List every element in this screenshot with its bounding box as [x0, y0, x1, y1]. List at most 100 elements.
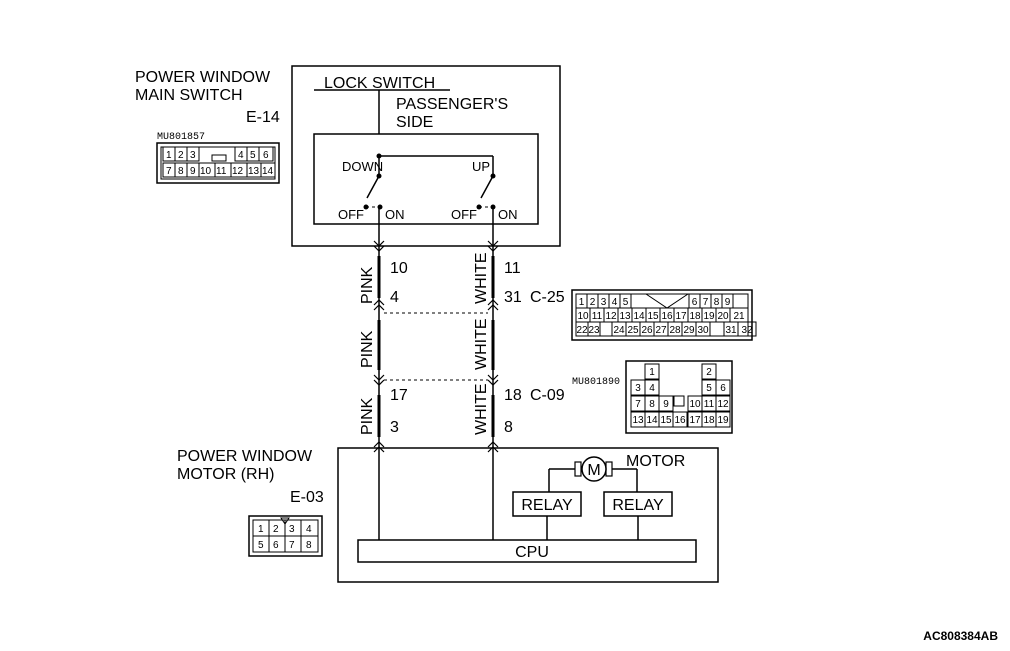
pink-wire-label: PINK [359, 266, 376, 304]
c09-pin-cell [644, 363, 660, 380]
c25-pin-label: 25 [627, 325, 639, 336]
white-wire-label: WHITE [473, 252, 490, 304]
c25-pin-label: 13 [619, 311, 631, 322]
e14-pin-label: 3 [190, 150, 196, 161]
c25-pin-cell [737, 321, 757, 337]
pin-17-label: 17 [390, 387, 408, 404]
c25-pin-label: 28 [669, 325, 681, 336]
c25-pin-label: 8 [714, 297, 720, 308]
on-right-label: ON [498, 207, 518, 222]
relay-left-label: RELAY [521, 497, 573, 514]
figure-reference: AC808384AB [923, 629, 998, 643]
c25-pin-label: 26 [641, 325, 653, 336]
e03-pin-label: 1 [258, 524, 264, 535]
connector-chevrons [373, 240, 499, 453]
connector-c25-label: C-25 [530, 289, 565, 306]
c09-pin-cell [715, 411, 731, 428]
c25-pin-label: 20 [717, 311, 729, 322]
c09-pin-label: 5 [706, 383, 712, 394]
c09-pin-cell [715, 395, 731, 412]
relay-right-label: RELAY [612, 497, 664, 514]
c09-part-no: MU801890 [572, 377, 620, 388]
c09-pin-label: 17 [689, 415, 701, 426]
passenger-side-line1: PASSENGER'S [396, 96, 508, 113]
e14-pin-label: 13 [248, 166, 260, 177]
c25-pin-label: 14 [633, 311, 645, 322]
e14-pin-label: 7 [166, 166, 172, 177]
main-switch-title-line1: POWER WINDOW [135, 69, 271, 86]
c09-pin-cell [644, 379, 660, 396]
cpu-box [357, 539, 697, 563]
c25-pin-label: 1 [579, 297, 585, 308]
c09-pin-label: 14 [646, 415, 658, 426]
connector-c09-label: C-09 [530, 387, 565, 404]
e03-pin-label: 3 [289, 524, 295, 535]
c25-pin-label: 22 [576, 325, 588, 336]
cpu-label: CPU [515, 544, 549, 561]
e03-pin-label: 6 [273, 540, 279, 551]
c09-pin-label: 12 [717, 399, 729, 410]
e14-pin-label: 8 [178, 166, 184, 177]
c25-pin-label: 27 [655, 325, 667, 336]
c25-pin-label: 29 [683, 325, 695, 336]
e03-pin-label: 8 [306, 540, 312, 551]
passenger-side-line2: SIDE [396, 114, 433, 131]
main-switch-box [291, 65, 561, 247]
c09-pin-label: 3 [635, 383, 641, 394]
c09-pin-label: 1 [649, 367, 655, 378]
c25-pin-label: 32 [741, 325, 753, 336]
e14-pin-label: 5 [250, 150, 256, 161]
e14-pin-label: 12 [232, 166, 244, 177]
c09-pin-label: 18 [703, 415, 715, 426]
motor-brush [574, 461, 582, 477]
c25-pin-label: 2 [590, 297, 596, 308]
motor-unit-box [337, 447, 719, 583]
e03-pin-label: 7 [289, 540, 295, 551]
down-label: DOWN [342, 159, 383, 174]
motor-unit-connector-id: E-03 [290, 489, 324, 506]
motor-symbol: M [587, 462, 600, 479]
c09-pin-label: 7 [635, 399, 641, 410]
motor-label: MOTOR [626, 453, 685, 470]
off-right-label: OFF [451, 207, 477, 222]
c25-pin-label: 12 [605, 311, 617, 322]
c09-pin-cell [658, 395, 674, 412]
down-switch-blade [366, 175, 380, 199]
c25-pin-label: 24 [613, 325, 625, 336]
e03-pin-label: 4 [306, 524, 312, 535]
c09-pin-cell [672, 411, 688, 428]
c09-pin-label: 15 [660, 415, 672, 426]
c09-pin-label: 2 [706, 367, 712, 378]
pin-18-label: 18 [504, 387, 522, 404]
pin-8-label: 8 [504, 419, 513, 436]
c25-pin-label: 17 [675, 311, 687, 322]
c25-pin-label: 31 [725, 325, 737, 336]
main-switch-title-line2: MAIN SWITCH [135, 87, 243, 104]
white-wire-label: WHITE [473, 318, 490, 370]
c25-pin-label: 16 [661, 311, 673, 322]
c09-pin-label: 19 [717, 415, 729, 426]
c25-pin-label: 21 [733, 311, 745, 322]
e14-pin-label: 10 [200, 166, 212, 177]
pink-wire-label: PINK [359, 330, 376, 368]
connector-e03-icon [248, 515, 323, 557]
c25-pin-label: 18 [689, 311, 701, 322]
pin-31-label: 31 [504, 289, 522, 306]
c25-pin-label: 19 [703, 311, 715, 322]
c09-pin-label: 10 [689, 399, 701, 410]
motor-brush [605, 461, 613, 477]
c25-pin-label: 23 [588, 325, 600, 336]
pin-3-label: 3 [390, 419, 399, 436]
e14-pin-label: 2 [178, 150, 184, 161]
c09-pin-label: 11 [704, 399, 715, 410]
motor-unit-title-line1: POWER WINDOW [177, 448, 313, 465]
c25-pin-label: 3 [601, 297, 607, 308]
e14-pin-label: 6 [263, 150, 269, 161]
motor-icon [581, 456, 607, 482]
passenger-switch-box [313, 133, 539, 225]
up-label: UP [472, 159, 490, 174]
c25-pin-label: 15 [647, 311, 659, 322]
c09-pin-label: 16 [674, 415, 686, 426]
e14-pin-label: 14 [262, 166, 274, 177]
c25-pin-label: 7 [703, 297, 709, 308]
